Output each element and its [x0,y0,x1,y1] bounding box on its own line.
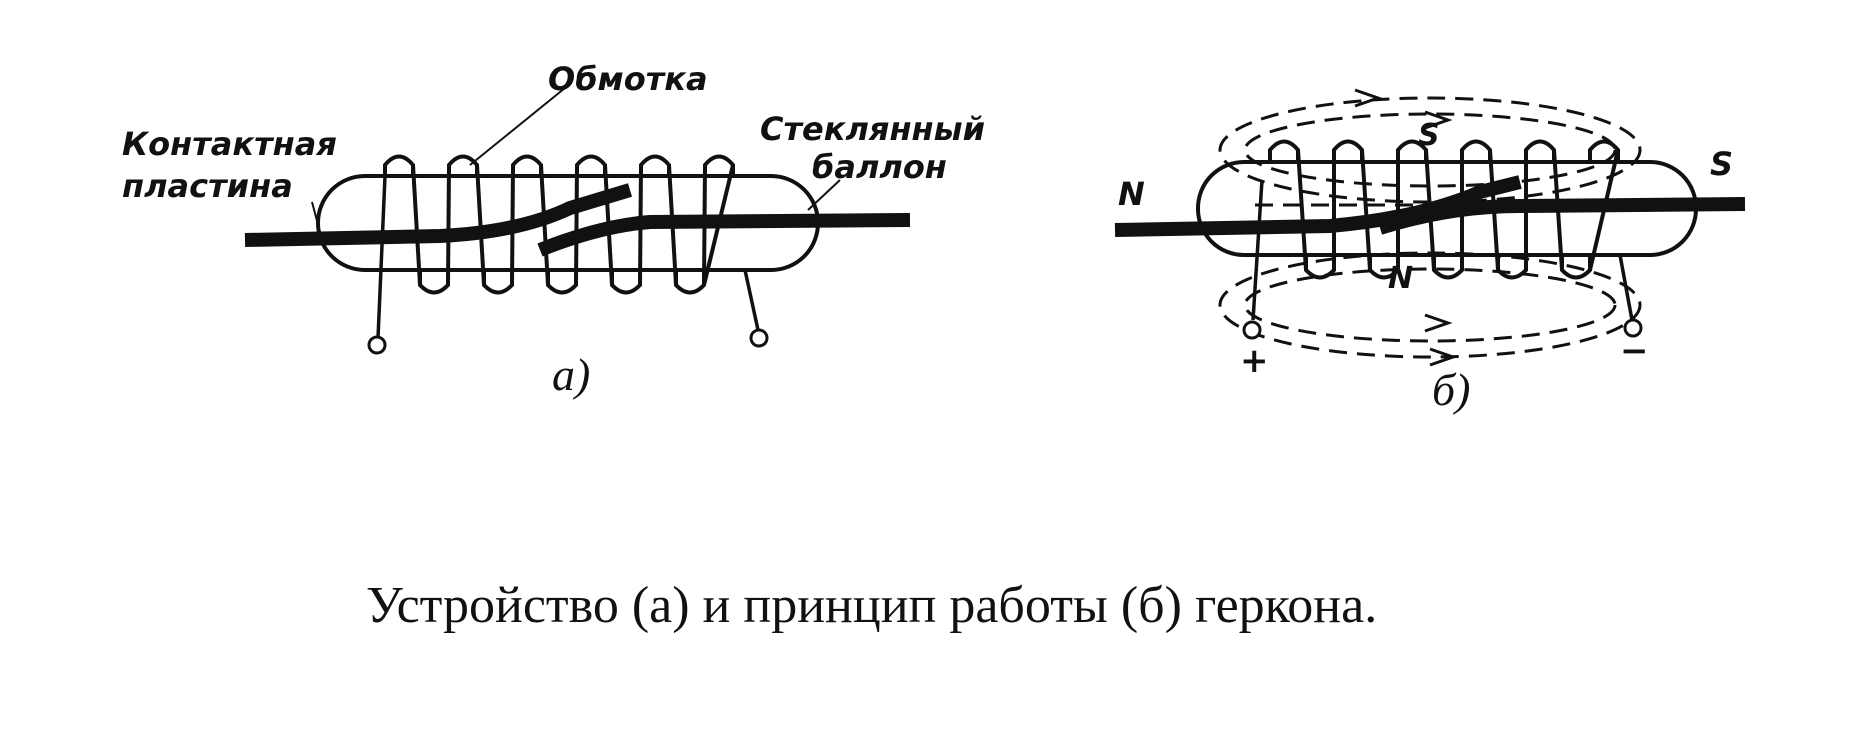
terminal-a-right [749,328,769,348]
pole-center-n: N [1388,261,1413,296]
winding-a-bottom-loops [418,270,706,295]
winding-b-bottom-loops [1304,255,1592,280]
terminal-a-left [367,335,387,355]
sublabel-b: б) [1432,364,1470,415]
diagram-a: Обмотка Контактная пластина Стеклянный б… [122,60,985,400]
leads-a [376,175,760,339]
pole-right-s: S [1710,145,1733,183]
leads-b [1251,179,1634,321]
terminal-b-minus [1623,318,1643,338]
sublabel-a: а) [552,349,590,400]
label-contact-plate-line1: Контактная [122,125,337,163]
diagram-b: N S S N + − б) [1114,88,1746,415]
label-contact-plate-line2: пластина [122,167,293,205]
leader-lines-a [311,87,841,233]
pole-top-s: S [1418,118,1440,153]
contact-plate-b-right [1377,197,1746,235]
label-winding: Обмотка [548,60,708,98]
field-arrows-b [1354,88,1458,367]
contact-plate-a-right [537,213,911,257]
terminal-minus-label: − [1620,331,1649,371]
terminal-b-plus [1242,320,1262,340]
label-glass-bulb-line1: Стеклянный [760,110,985,148]
terminal-plus-label: + [1240,341,1269,381]
pole-left-n: N [1118,175,1145,213]
contact-plate-a-left [244,183,633,247]
label-glass-bulb-line2: баллон [812,148,947,186]
figure-caption: Устройство (а) и принцип работы (б) герк… [366,577,1377,634]
